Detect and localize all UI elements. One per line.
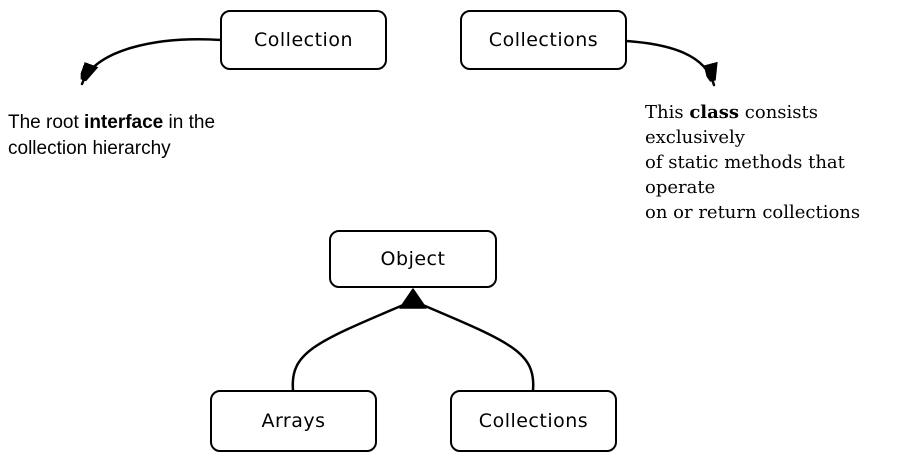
collections-to-note-arrow — [624, 39, 714, 87]
note-right-line1-bold: class — [689, 102, 740, 123]
note-collections-class: This class consists exclusively of stati… — [645, 100, 910, 225]
collections-to-object-arrow — [416, 301, 535, 392]
note-right-line1: This class consists exclusively — [645, 100, 910, 150]
note-left-line1-bold: interface — [84, 112, 164, 133]
note-right-line2: of static methods that operate — [645, 152, 845, 198]
note-right-line3: on or return collections — [645, 202, 861, 223]
node-arrays-label: Arrays — [261, 410, 326, 432]
node-collections-bottom: Collections — [450, 390, 617, 452]
note-left-line2: collection hierarchy — [8, 138, 171, 159]
node-collection-label: Collection — [254, 29, 353, 51]
note-collection-interface: The root interface in the collection hie… — [8, 110, 248, 162]
object-arrowhead-icon — [399, 288, 427, 309]
note-left-line1-post: in the — [163, 112, 216, 133]
collection-to-note-arrow — [82, 38, 223, 86]
node-object: Object — [329, 230, 497, 288]
arrays-to-object-arrow — [291, 301, 410, 392]
note-right-line1-post: consists exclusively — [645, 102, 818, 148]
node-arrays: Arrays — [210, 390, 377, 452]
note-left-line1: The root interface in the — [8, 110, 248, 136]
node-collections-bottom-label: Collections — [478, 410, 589, 432]
note-left-line1-pre: The root — [8, 112, 85, 133]
node-collections-top: Collections — [460, 10, 627, 70]
node-collections-top-label: Collections — [488, 29, 599, 51]
node-object-label: Object — [380, 248, 446, 270]
node-collection: Collection — [220, 10, 387, 70]
note-right-line1-pre: This — [645, 102, 690, 123]
